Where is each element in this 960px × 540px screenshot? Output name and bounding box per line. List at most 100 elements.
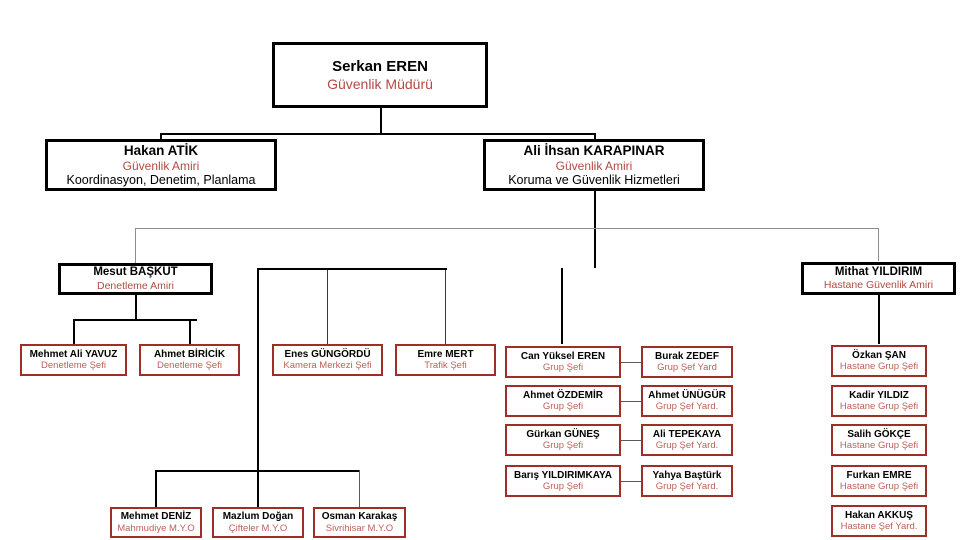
node-myo-1-title: Mahmudiye M.Y.O <box>117 522 195 534</box>
node-hastane-grup-sefi-4-title: Hastane Grup Şefi <box>839 481 919 493</box>
connector-myo-3-drop <box>359 470 360 507</box>
connector-grup-drop <box>561 268 563 344</box>
node-denetleme-sefi-1[interactable]: Mehmet Ali YAVUZ Denetleme Şefi <box>20 344 127 376</box>
node-hastane-grup-sefi-2[interactable]: Kadir YILDIZ Hastane Grup Şefi <box>831 385 927 417</box>
connector-yavuz-drop <box>73 319 75 344</box>
connector-kamera-drop <box>327 268 328 344</box>
node-myo-1-name: Mehmet DENİZ <box>120 511 192 522</box>
node-myo-3-title: Sivrihisar M.Y.O <box>325 522 394 534</box>
connector-root-bus <box>160 133 595 135</box>
connector-pair-3 <box>621 440 641 441</box>
connector-myo-1-drop <box>155 470 157 507</box>
node-grup-sef-yard-3-title: Grup Şef Yard. <box>655 440 719 452</box>
node-denetleme-sefi-1-title: Denetleme Şefi <box>41 360 106 372</box>
node-myo-3[interactable]: Osman Karakaş Sivrihisar M.Y.O <box>313 507 406 538</box>
connector-myo-trunk <box>257 268 259 470</box>
node-kamera-merkezi-sefi[interactable]: Enes GÜNGÖRDÜ Kamera Merkezi Şefi <box>272 344 383 376</box>
node-branch-right-name: Ali İhsan KARAPINAR <box>523 142 665 158</box>
node-denetleme-sefi-2[interactable]: Ahmet BİRİCİK Denetleme Şefi <box>139 344 240 376</box>
connector-branch-left-stem <box>160 133 162 141</box>
node-hastane-amiri-name: Mithat YILDIRIM <box>834 265 923 278</box>
node-hastane-amiri[interactable]: Mithat YILDIRIM Hastane Güvenlik Amiri <box>801 262 956 295</box>
node-root[interactable]: Serkan EREN Güvenlik Müdürü <box>272 42 488 108</box>
node-branch-left-title: Güvenlik Amiri <box>122 158 200 173</box>
node-grup-sef-yard-4-name: Yahya Baştürk <box>652 469 722 481</box>
connector-denetleme-drop <box>135 228 136 263</box>
node-trafik-sefi-name: Emre MERT <box>417 348 474 360</box>
node-trafik-sefi-title: Trafik Şefi <box>424 360 467 372</box>
node-branch-left[interactable]: Hakan ATİK Güvenlik Amiri Koordinasyon, … <box>45 139 277 191</box>
node-grup-sefi-3[interactable]: Gürkan GÜNEŞ Grup Şefi <box>505 424 621 456</box>
connector-trafik-drop <box>445 268 446 344</box>
node-hastane-grup-sefi-1[interactable]: Özkan ŞAN Hastane Grup Şefi <box>831 345 927 377</box>
node-hastane-sef-yard[interactable]: Hakan AKKUŞ Hastane Şef Yard. <box>831 505 927 537</box>
node-grup-sef-yard-2[interactable]: Ahmet ÜNÜGÜR Grup Şef Yard. <box>641 385 733 417</box>
node-myo-3-name: Osman Karakaş <box>321 511 398 522</box>
connector-myo-2-drop <box>257 470 259 507</box>
node-denetleme-amiri[interactable]: Mesut BAŞKUT Denetleme Amiri <box>58 263 213 295</box>
node-grup-sef-yard-4[interactable]: Yahya Baştürk Grup Şef Yard. <box>641 465 733 497</box>
node-denetleme-sefi-1-name: Mehmet Ali YAVUZ <box>29 348 118 360</box>
node-kamera-merkezi-sefi-title: Kamera Merkezi Şefi <box>283 360 372 372</box>
connector-pair-2 <box>621 401 641 402</box>
connector-pair-1 <box>621 362 641 363</box>
node-hastane-grup-sefi-4-name: Furkan EMRE <box>846 469 912 481</box>
node-grup-sefi-1-title: Grup Şefi <box>542 362 584 374</box>
node-myo-2[interactable]: Mazlum Doğan Çifteler M.Y.O <box>212 507 304 538</box>
node-branch-right-scope: Koruma ve Güvenlik Hizmetleri <box>508 172 680 187</box>
node-denetleme-amiri-name: Mesut BAŞKUT <box>93 266 178 279</box>
node-root-title: Güvenlik Müdürü <box>327 75 433 92</box>
node-hastane-amiri-title: Hastane Güvenlik Amiri <box>823 279 934 292</box>
node-grup-sefi-2-name: Ahmet ÖZDEMİR <box>523 389 603 401</box>
node-grup-sefi-2[interactable]: Ahmet ÖZDEMİR Grup Şefi <box>505 385 621 417</box>
node-denetleme-amiri-title: Denetleme Amiri <box>96 279 175 292</box>
node-hastane-sef-yard-name: Hakan AKKUŞ <box>845 509 913 521</box>
node-hastane-grup-sefi-4[interactable]: Furkan EMRE Hastane Grup Şefi <box>831 465 927 497</box>
node-grup-sefi-3-name: Gürkan GÜNEŞ <box>526 428 600 440</box>
node-denetleme-sefi-2-name: Ahmet BİRİCİK <box>153 348 226 360</box>
node-grup-sef-yard-1[interactable]: Burak ZEDEF Grup Şef Yard <box>641 346 733 378</box>
node-grup-sef-yard-1-title: Grup Şef Yard <box>657 362 717 374</box>
node-grup-sef-yard-3[interactable]: Ali TEPEKAYA Grup Şef Yard. <box>641 424 733 456</box>
node-myo-1[interactable]: Mehmet DENİZ Mahmudiye M.Y.O <box>110 507 202 538</box>
node-grup-sefi-1[interactable]: Can Yüksel EREN Grup Şefi <box>505 346 621 378</box>
connector-right-branch-drop <box>594 190 596 268</box>
node-grup-sef-yard-3-name: Ali TEPEKAYA <box>652 428 722 440</box>
connector-biricik-drop <box>189 319 191 344</box>
node-denetleme-sefi-2-title: Denetleme Şefi <box>157 360 222 372</box>
node-hastane-sef-yard-title: Hastane Şef Yard. <box>840 521 918 533</box>
node-hastane-grup-sefi-2-name: Kadir YILDIZ <box>849 389 909 401</box>
connector-level3-bus <box>135 228 879 229</box>
node-grup-sef-yard-2-title: Grup Şef Yard. <box>655 401 719 413</box>
connector-hastane-drop <box>878 228 879 261</box>
node-hastane-grup-sefi-3[interactable]: Salih GÖKÇE Hastane Grup Şefi <box>831 424 927 456</box>
node-branch-right[interactable]: Ali İhsan KARAPINAR Güvenlik Amiri Korum… <box>483 139 705 191</box>
connector-denetleme-bus <box>73 319 197 321</box>
node-grup-sef-yard-4-title: Grup Şef Yard. <box>655 481 719 493</box>
connector-myo-tie <box>257 268 447 270</box>
node-branch-right-title: Güvenlik Amiri <box>555 158 633 173</box>
node-root-name: Serkan EREN <box>332 57 428 75</box>
node-grup-sefi-2-title: Grup Şefi <box>542 401 584 413</box>
node-hastane-grup-sefi-3-title: Hastane Grup Şefi <box>839 440 919 452</box>
connector-hastane-stem <box>878 295 880 344</box>
node-grup-sefi-4[interactable]: Barış YILDIRIMKAYA Grup Şefi <box>505 465 621 497</box>
node-hastane-grup-sefi-1-name: Özkan ŞAN <box>852 349 906 361</box>
node-hastane-grup-sefi-3-name: Salih GÖKÇE <box>847 428 911 440</box>
node-myo-2-name: Mazlum Doğan <box>222 511 294 522</box>
node-branch-left-name: Hakan ATİK <box>123 142 199 158</box>
node-grup-sef-yard-2-name: Ahmet ÜNÜGÜR <box>648 389 726 401</box>
node-grup-sefi-4-name: Barış YILDIRIMKAYA <box>514 469 612 481</box>
node-kamera-merkezi-sefi-name: Enes GÜNGÖRDÜ <box>284 348 371 360</box>
node-trafik-sefi[interactable]: Emre MERT Trafik Şefi <box>395 344 496 376</box>
node-grup-sefi-3-title: Grup Şefi <box>542 440 584 452</box>
connector-root-stem <box>380 108 382 134</box>
node-hastane-grup-sefi-2-title: Hastane Grup Şefi <box>839 401 919 413</box>
node-grup-sefi-4-title: Grup Şefi <box>542 481 584 493</box>
node-grup-sefi-1-name: Can Yüksel EREN <box>520 350 606 362</box>
node-hastane-grup-sefi-1-title: Hastane Grup Şefi <box>839 361 919 373</box>
connector-denetleme-stem <box>135 294 137 320</box>
node-myo-2-title: Çifteler M.Y.O <box>228 522 288 534</box>
connector-branch-right-stem <box>594 133 596 141</box>
connector-pair-4 <box>621 481 641 482</box>
